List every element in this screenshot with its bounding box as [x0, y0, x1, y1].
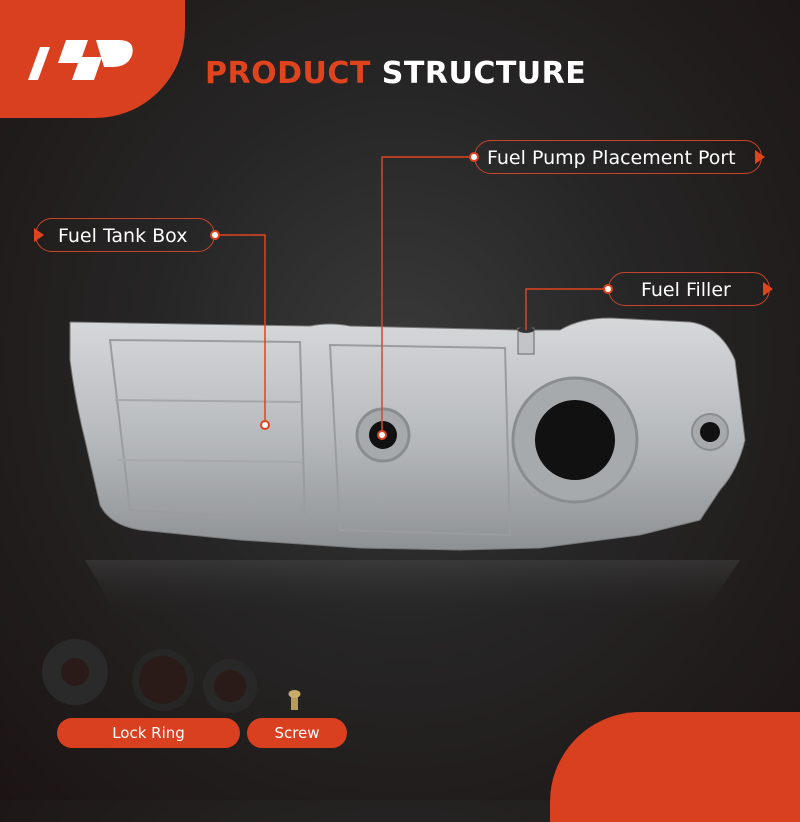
lock-ring-label: Lock Ring	[57, 718, 240, 748]
title-accent: PRODUCT	[205, 56, 371, 91]
callout-dot	[603, 284, 613, 294]
callout-dot-pump-port	[377, 430, 387, 440]
callout-tab	[763, 282, 773, 296]
callout-label: Fuel Pump Placement Port	[487, 147, 736, 169]
screw-label: Screw	[247, 718, 347, 748]
fuel-tank-image	[42, 156, 746, 713]
callout-tab	[34, 228, 44, 242]
callout-label: Fuel Tank Box	[58, 225, 188, 247]
callout-label: Fuel Filler	[641, 279, 731, 301]
title-rest: STRUCTURE	[381, 56, 587, 91]
callout-tab	[755, 150, 765, 164]
callout-dot	[210, 230, 220, 240]
callout-fuel-pump-port: Fuel Pump Placement Port	[469, 140, 765, 174]
callout-fuel-tank-box: Fuel Tank Box	[34, 218, 220, 252]
callout-dot	[469, 152, 479, 162]
page-title: PRODUCT STRUCTURE	[205, 56, 586, 91]
callout-dot-tank-box	[260, 420, 270, 430]
brand-logo	[28, 40, 133, 80]
callout-fuel-filler: Fuel Filler	[603, 272, 773, 306]
